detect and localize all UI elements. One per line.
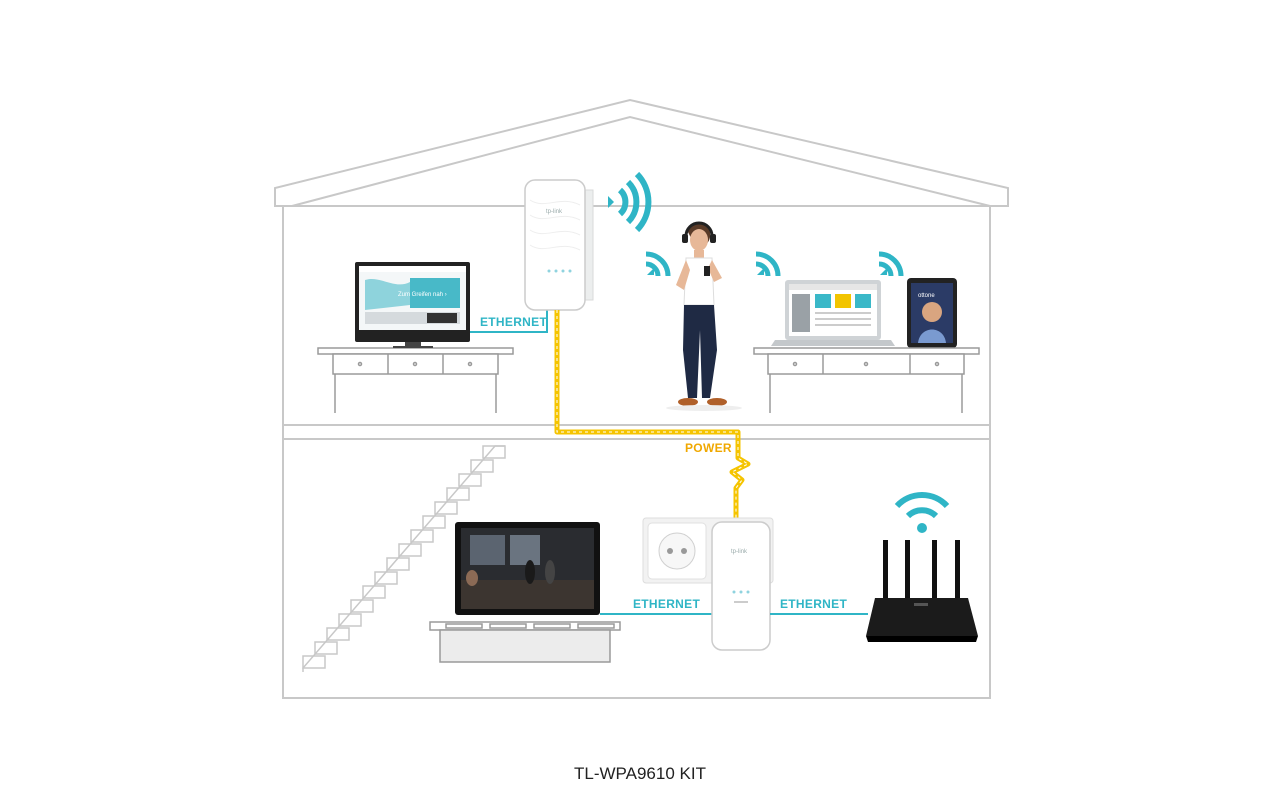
wifi-broadcast-icon: [608, 171, 652, 233]
left-sideboard: [317, 347, 514, 413]
tablet-icon: ottone: [907, 278, 957, 348]
power-cable: [554, 310, 751, 522]
adapter-brand-top: tp-link: [546, 209, 563, 215]
laptop-icon: [771, 280, 895, 346]
powerline-adapter-icon: tp-link: [711, 521, 771, 651]
router-icon: [866, 540, 978, 642]
ethernet-label-router: ETHERNET: [780, 597, 847, 611]
person-icon: [666, 221, 742, 411]
power-label: POWER: [685, 441, 732, 455]
ethernet-label-top: ETHERNET: [480, 315, 547, 329]
monitor-screen-text: Zum Greifen nah ›: [398, 292, 447, 298]
tablet-screen-text: ottone: [918, 293, 935, 299]
wifi-icon: [755, 251, 781, 277]
adapter-brand-bottom: tp-link: [731, 549, 748, 555]
wifi-icon: [878, 251, 904, 277]
ethernet-label-tv: ETHERNET: [633, 597, 700, 611]
tv-bench: [429, 621, 621, 663]
tv-icon: [455, 522, 600, 615]
wifi-icon: [645, 251, 671, 277]
wifi-icon: [894, 492, 950, 533]
monitor-icon: Zum Greifen nah ›: [355, 262, 470, 348]
staircase: [302, 445, 506, 672]
powerline-adapter-icon: tp-link: [524, 179, 594, 311]
product-caption: TL-WPA9610 KIT: [574, 764, 706, 783]
right-sideboard: [753, 347, 980, 413]
